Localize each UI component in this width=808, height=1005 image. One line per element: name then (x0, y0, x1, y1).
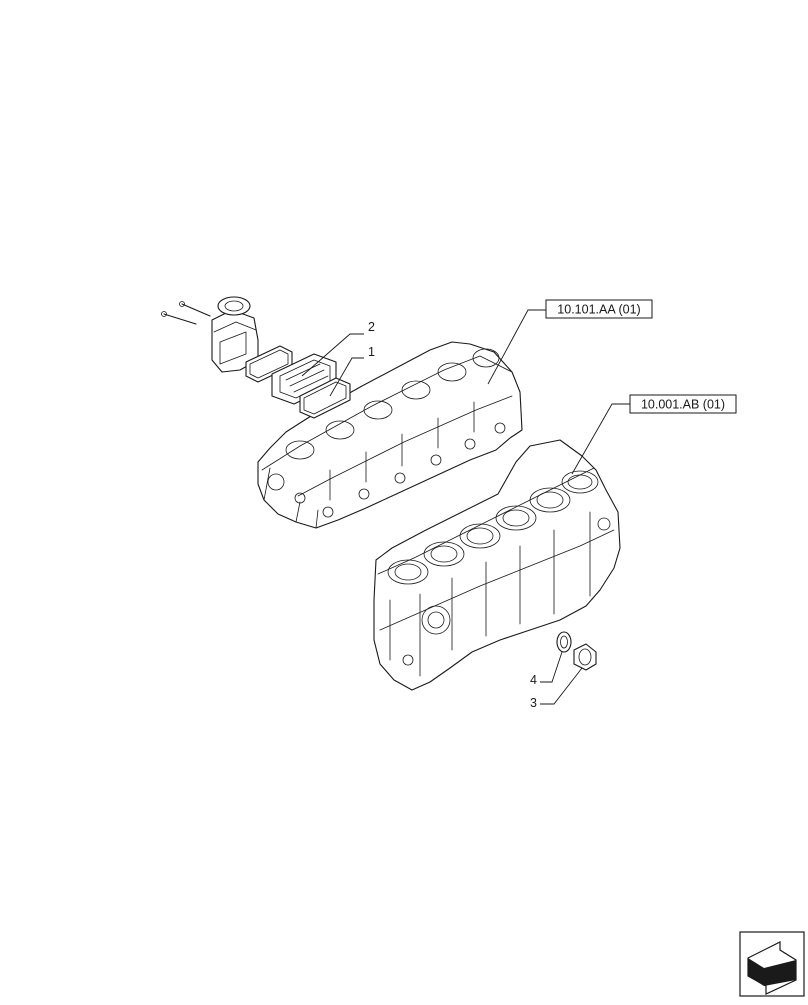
next-page-arrow-icon[interactable] (739, 931, 805, 997)
item-number-1: 1 (368, 345, 375, 359)
bolt-drawing (161, 301, 211, 325)
plug-item-3-drawing (573, 643, 597, 671)
gasket-item-1-drawing (299, 377, 351, 419)
leader-item-2 (301, 333, 364, 377)
callout-cylinder-head[interactable]: 10.101.AA (01) (545, 299, 653, 319)
leader-item-4 (540, 651, 563, 683)
callout-cylinder-head-label: 10.101.AA (01) (557, 303, 640, 317)
seal-ring-item-4-drawing (556, 631, 572, 653)
callout-engine-block-label: 10.001.AB (01) (641, 398, 725, 412)
callout-engine-block[interactable]: 10.001.AB (01) (629, 394, 737, 414)
leader-engine-block (571, 403, 630, 475)
item-number-3: 3 (530, 696, 537, 710)
leader-item-1 (329, 357, 364, 397)
leader-item-3 (540, 667, 583, 705)
item-number-4: 4 (530, 673, 537, 687)
leader-cylinder-head (487, 309, 546, 385)
engine-block-drawing (373, 439, 621, 691)
item-number-2: 2 (368, 320, 375, 334)
